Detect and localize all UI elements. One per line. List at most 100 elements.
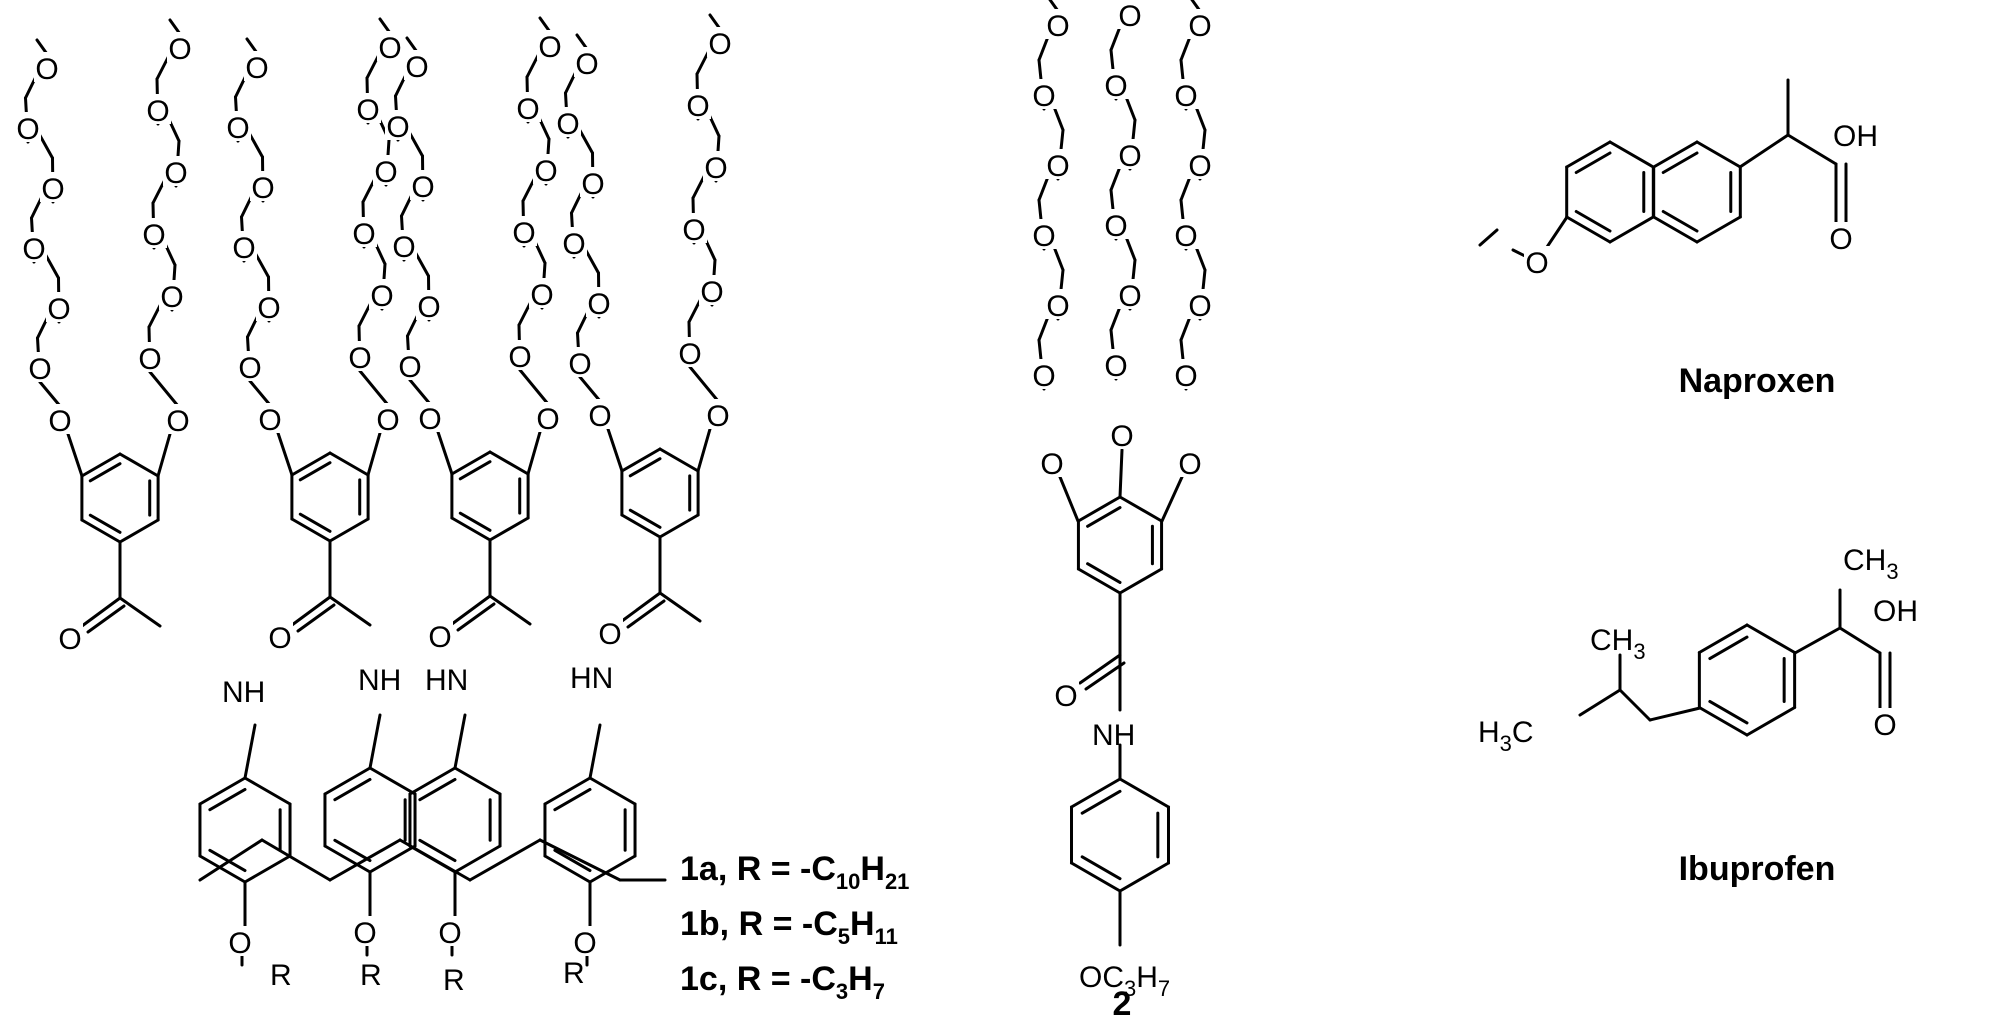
oxygen-atom-label: O <box>1829 223 1852 256</box>
oxygen-atom-label: O <box>392 231 415 264</box>
oxygen-atom-label: O <box>164 157 187 190</box>
ring-o-bond <box>696 427 712 473</box>
oxygen-label-bg <box>1045 149 1071 179</box>
oxygen-atom-label: O <box>508 341 531 374</box>
oxygen-atom-label: O <box>378 32 401 65</box>
naproxen-ring-1 <box>1608 140 1655 169</box>
peg-link <box>578 375 602 403</box>
h3c-label: H3C <box>1478 716 1534 756</box>
compound2-phenyl-ring <box>1118 861 1170 893</box>
oxygen-label-bg <box>1828 222 1854 252</box>
oxygen-atom-label: O <box>706 400 729 433</box>
gallate-ring-3 <box>450 450 492 476</box>
isobutyl-ch3-main: CH <box>1590 624 1633 657</box>
oxygen-label-bg <box>27 352 53 382</box>
propoxy-sub2: 7 <box>1158 976 1170 1001</box>
oxygen-label-bg <box>163 156 189 186</box>
calix-n-bond <box>453 713 467 770</box>
carbonyl-double <box>296 603 336 633</box>
gallate-ring-4 <box>620 513 662 539</box>
oxygen-label-bg <box>1053 679 1079 709</box>
oxygen-atom-label: O <box>700 276 723 309</box>
ibuprofen-oh-label: OH <box>1873 595 1918 628</box>
carbonyl-double <box>626 599 666 629</box>
oxygen-atom-label: O <box>1118 0 1141 33</box>
oxygen-atom-label: O <box>47 293 70 326</box>
calix-ring-1-double <box>208 787 247 812</box>
ibuprofen-ring-double <box>1708 699 1749 725</box>
calix-ring-1 <box>243 854 292 884</box>
oxygen-atom-label: O <box>538 31 561 64</box>
oxygen-label-bg <box>1177 447 1203 477</box>
label-1b-prefix: 1b, R = -C <box>680 905 838 943</box>
calix-bridge <box>468 838 542 882</box>
oxygen-label-bg <box>165 404 191 434</box>
oxygen-atom-label: O <box>374 156 397 189</box>
compound2-phenyl-ring-double <box>1080 789 1122 815</box>
oxygen-label-bg <box>705 399 731 429</box>
oxygen-atom-label: O <box>1873 709 1896 742</box>
gallate-ring-2 <box>328 451 370 477</box>
compound2-phenyl-ring-double <box>1080 855 1122 881</box>
methyl-bond <box>1190 0 1202 13</box>
oxygen-atom-label: O <box>581 168 604 201</box>
ibuprofen-ring <box>1745 623 1797 654</box>
methyl-bond <box>405 36 419 54</box>
propoxy-h: H <box>1136 961 1158 994</box>
oxygen-label-bg <box>34 52 60 82</box>
oxygen-atom-label: O <box>48 405 71 438</box>
oxygen-atom-label: O <box>568 348 591 381</box>
gallate-ring-2 <box>328 517 370 543</box>
oxygen-label-bg <box>555 107 581 137</box>
oxygen-atom-label: O <box>1104 70 1127 103</box>
ibuprofen-sidechain <box>1793 626 1842 655</box>
oxygen-label-bg <box>1117 139 1143 169</box>
gallate-ring-2 <box>290 451 332 477</box>
propoxy-main: OC <box>1079 961 1124 994</box>
oxygen-atom-label: O <box>1118 140 1141 173</box>
calix-ring-4 <box>588 854 637 884</box>
calix-n-bond <box>243 723 257 780</box>
calix-ring-1-double <box>208 848 247 873</box>
oxygen-atom-label: O <box>16 113 39 146</box>
oxygen-atom-label: O <box>1046 10 1069 43</box>
oxygen-atom-label: O <box>138 343 161 376</box>
oxygen-atom-label: O <box>556 108 579 141</box>
calix-ring-3-double <box>418 838 457 863</box>
label-compound-2: 2 <box>1113 985 1132 1021</box>
compound2-gallate-ring <box>1076 567 1122 595</box>
oxygen-label-bg <box>685 89 711 119</box>
oxygen-atom-label: O <box>146 95 169 128</box>
oxygen-label-bg <box>515 92 541 122</box>
oxygen-label-bg <box>597 617 623 647</box>
oxygen-label-bg <box>244 51 270 81</box>
propoxy-sub1: 3 <box>1124 976 1136 1001</box>
isobutyl-ch3-label: CH3 <box>1590 624 1646 664</box>
oxygen-label-bg <box>352 916 378 946</box>
naproxen-ring-2-double <box>1661 151 1699 174</box>
label-1a-prefix: 1a, R = -C <box>680 850 836 888</box>
oxygen-label-bg <box>1031 219 1057 249</box>
oxygen-atom-label: O <box>1104 210 1127 243</box>
peg-link <box>358 369 390 407</box>
oxygen-label-bg <box>437 916 463 946</box>
calix-ring-2 <box>323 766 372 796</box>
methyl-bond <box>538 16 552 34</box>
oxygen-atom-label: O <box>516 93 539 126</box>
oxygen-atom-label: O <box>226 112 249 145</box>
ring-o-bond <box>526 430 542 476</box>
compound2-gallate-ring <box>1118 495 1164 523</box>
label-naproxen: Naproxen <box>1679 362 1836 400</box>
calix-bridge <box>538 838 622 882</box>
oxygen-atom-label: O <box>418 403 441 436</box>
isobutyl-ch3-sub: 3 <box>1633 639 1645 664</box>
naproxen-ring-2 <box>1695 215 1742 244</box>
oxygen-atom-label: O <box>405 51 428 84</box>
oxygen-atom-label: O <box>588 400 611 433</box>
calix-ring-4 <box>543 776 592 806</box>
oxygen-label-bg <box>410 170 436 200</box>
oxygen-atom-label: O <box>1188 290 1211 323</box>
compound2-phenyl-ring <box>1118 777 1170 809</box>
nh-label-2: NH <box>358 664 401 697</box>
label-1a-sub2: 21 <box>885 869 909 894</box>
